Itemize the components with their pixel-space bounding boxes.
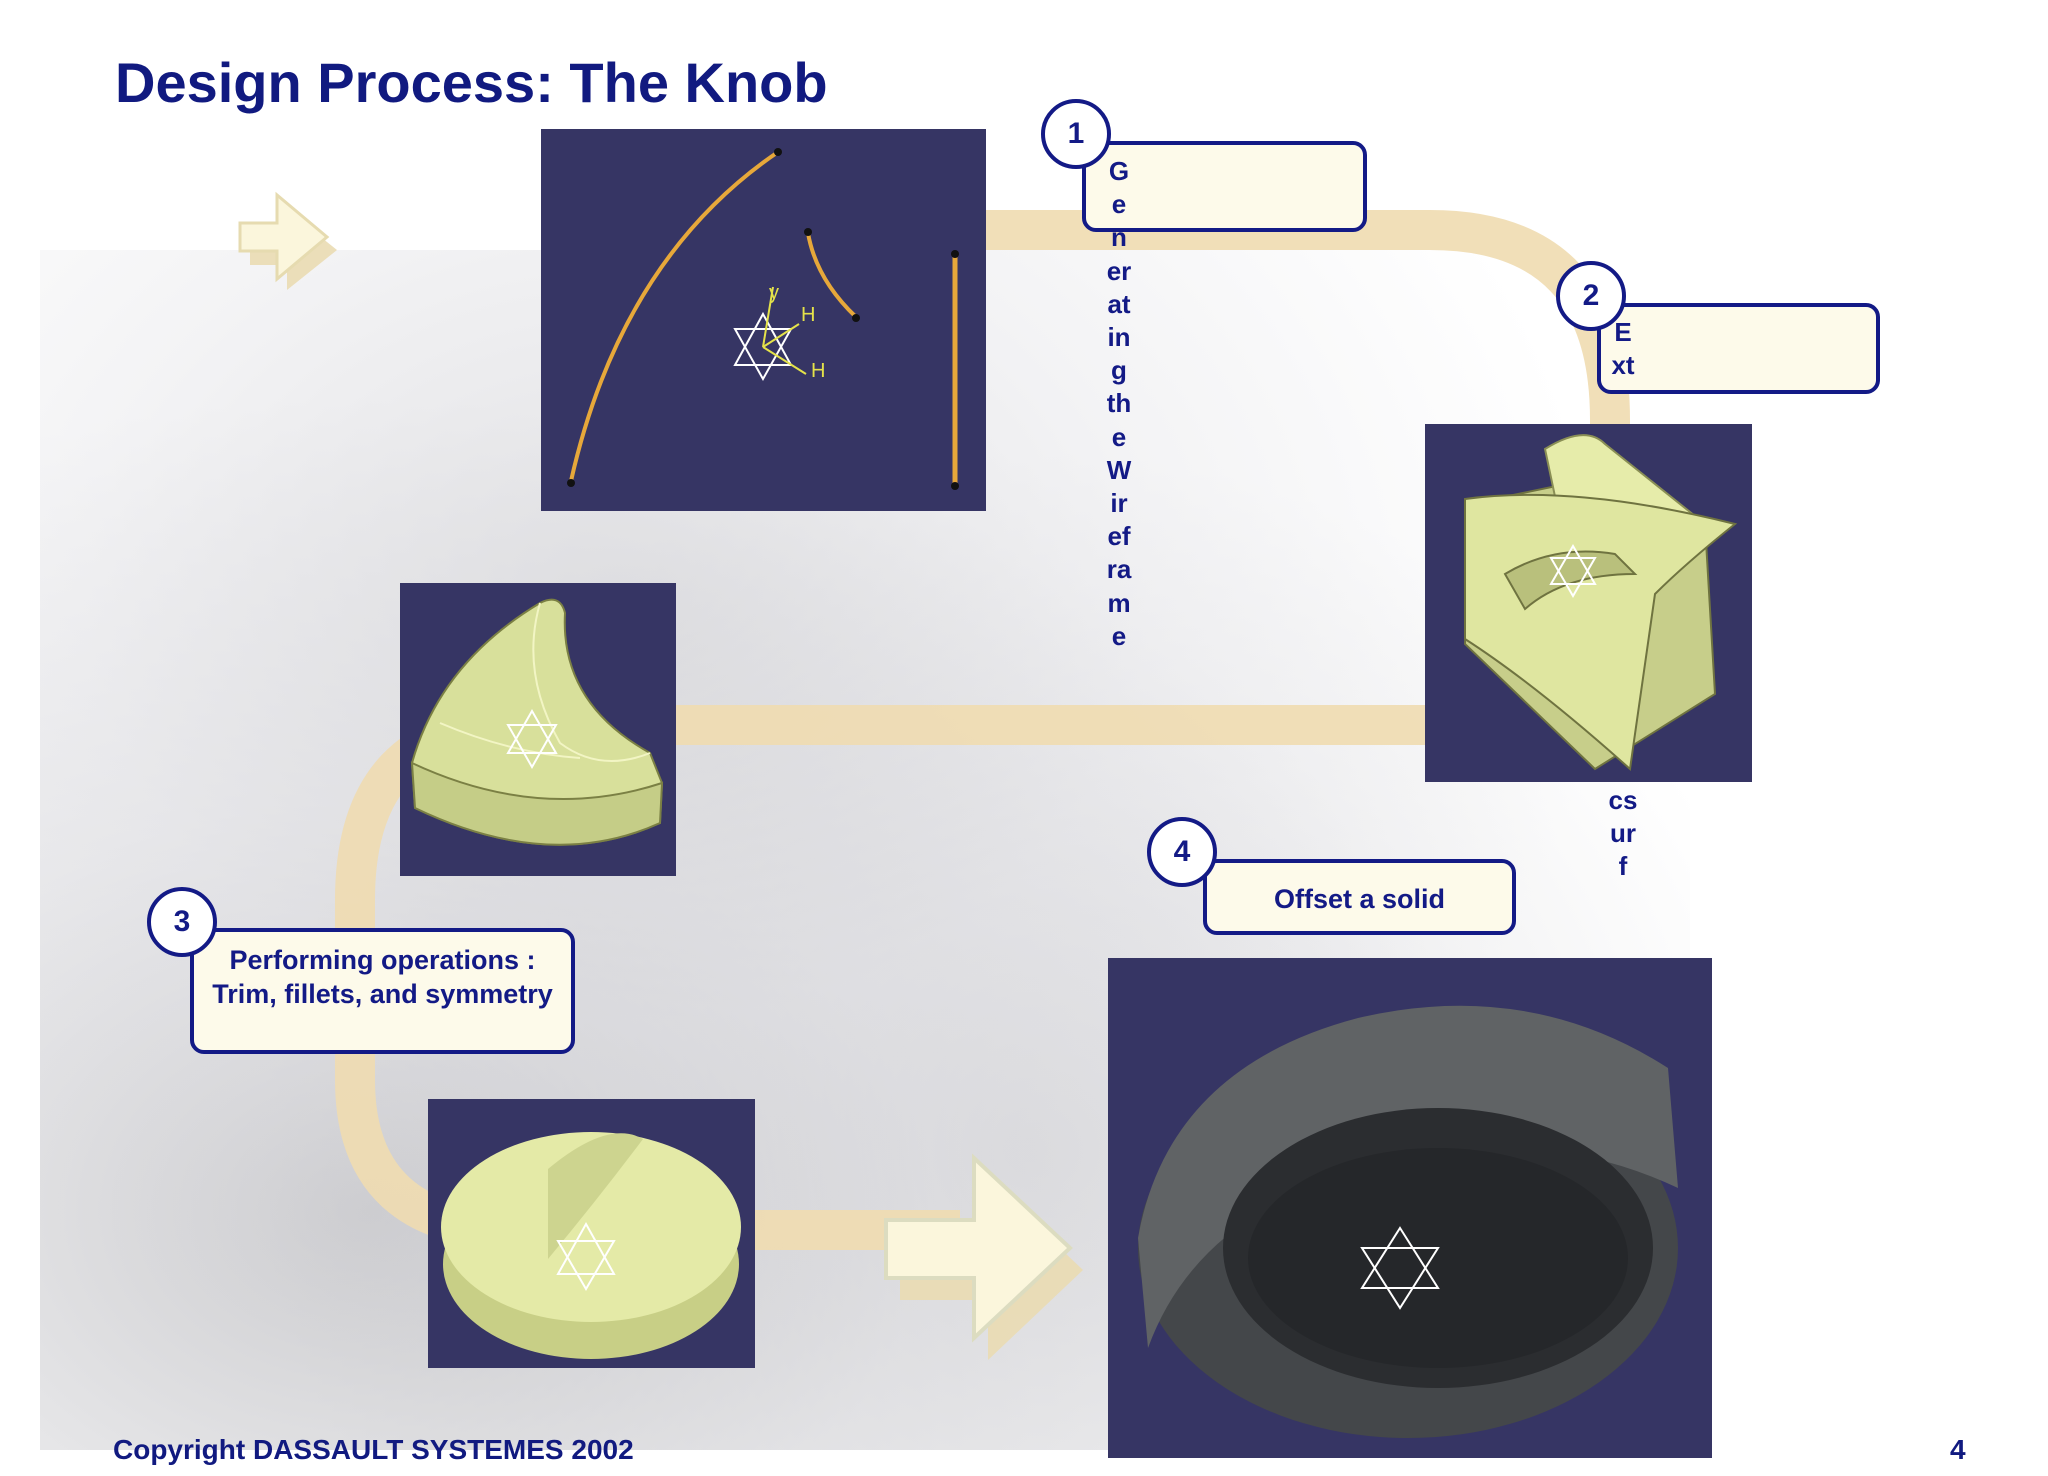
- step-4-callout: Offset a solid: [1203, 859, 1516, 935]
- finished-knob-image: [428, 1099, 755, 1368]
- arrow-right-icon: [884, 1153, 1083, 1360]
- step-3-badge: 3: [147, 887, 217, 957]
- svg-text:H: H: [801, 304, 815, 326]
- axis-compass-icon: [556, 1221, 616, 1291]
- step-2-label: Ext: [1611, 317, 1635, 381]
- step-2-label-continued: csurf: [1608, 785, 1638, 882]
- filleted-surface-image: [400, 583, 676, 876]
- axis-compass-icon: [1360, 1226, 1440, 1310]
- axis-compass-icon: [506, 708, 558, 770]
- step-1-label: Generating theWireframe: [1106, 156, 1135, 651]
- wire-curve-small: [806, 232, 858, 319]
- step-2-badge: 2: [1556, 261, 1626, 331]
- step-1-callout: [1082, 141, 1367, 232]
- step-4-label: Offset a solid: [1273, 884, 1446, 914]
- extruded-surfaces-image: [1425, 424, 1752, 782]
- step-2-callout: [1597, 303, 1880, 394]
- copyright-text: Copyright DASSAULT SYSTEMES 2002: [113, 1434, 634, 1465]
- svg-text:H: H: [811, 360, 825, 382]
- page-number: 4: [1950, 1434, 1966, 1465]
- svg-text:y: y: [769, 282, 779, 304]
- wireframe-image: y H H: [541, 129, 986, 511]
- wire-curve-large: [569, 150, 780, 482]
- arrow-right-icon: [238, 191, 337, 290]
- step-4-badge: 4: [1147, 817, 1217, 887]
- offset-solid-image: [1108, 958, 1712, 1458]
- axis-compass-icon: [733, 311, 793, 382]
- step-3-label: Performing operations : Trim, fillets, a…: [212, 945, 553, 1009]
- step-3-callout: Performing operations : Trim, fillets, a…: [190, 928, 575, 1054]
- axis-compass-icon: [1549, 544, 1597, 598]
- step-1-badge: 1: [1041, 99, 1111, 169]
- page-title: Design Process: The Knob: [115, 51, 828, 114]
